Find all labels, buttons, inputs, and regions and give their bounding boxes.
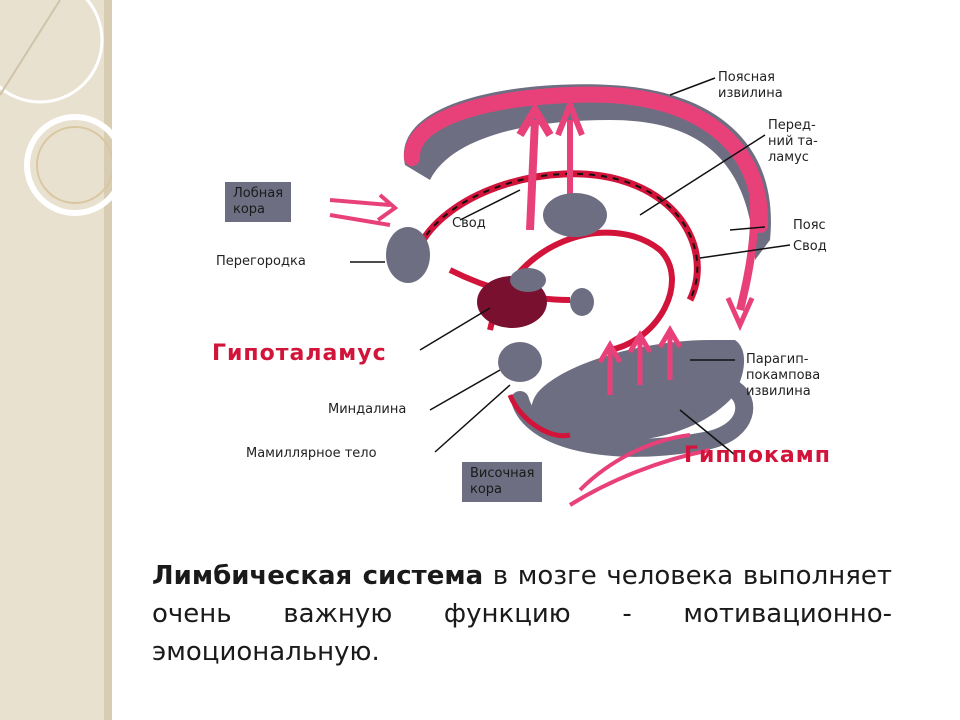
fornix-left-label: Свод: [452, 216, 486, 231]
mammillary-body-label: Мамиллярное тело: [246, 446, 377, 461]
hippocampus-shape: [531, 340, 745, 442]
anterior-thalamus-shape: [543, 193, 607, 237]
amygdala-label: Миндалина: [328, 402, 407, 417]
side-decoration: [0, 0, 112, 720]
cingulate-gyrus-shape: [403, 84, 771, 260]
parahippocampal-gyrus-label: Парагип- покампова извилина: [746, 352, 821, 399]
hippocampus-label: Гиппокамп: [684, 443, 831, 468]
diagram-drawing: [329, 77, 791, 507]
septum-shape: [386, 227, 430, 283]
cingulate-gyrus-label: Поясная извилина: [718, 70, 783, 101]
caption-rest: в мозге человека выполняет очень важную …: [152, 561, 892, 667]
septum-label: Перегородка: [216, 254, 306, 269]
fornix-right-label: Свод: [793, 239, 827, 254]
belt-label: Пояс: [793, 218, 826, 233]
caption: Лимбическая система в мозге человека вып…: [152, 557, 892, 671]
caption-bold: Лимбическая система: [152, 561, 484, 591]
frontal-cortex-label: Лобная кора: [225, 182, 292, 222]
amygdala-shape: [498, 342, 542, 382]
temporal-cortex-label: Височная кора: [462, 462, 543, 502]
anterior-thalamus-label: Перед- ний та- ламус: [768, 118, 818, 165]
hypothalamus-label: Гипоталамус: [212, 341, 387, 366]
limbic-system-diagram: Лобная кора Височная кора Поясная извили…: [190, 40, 890, 530]
